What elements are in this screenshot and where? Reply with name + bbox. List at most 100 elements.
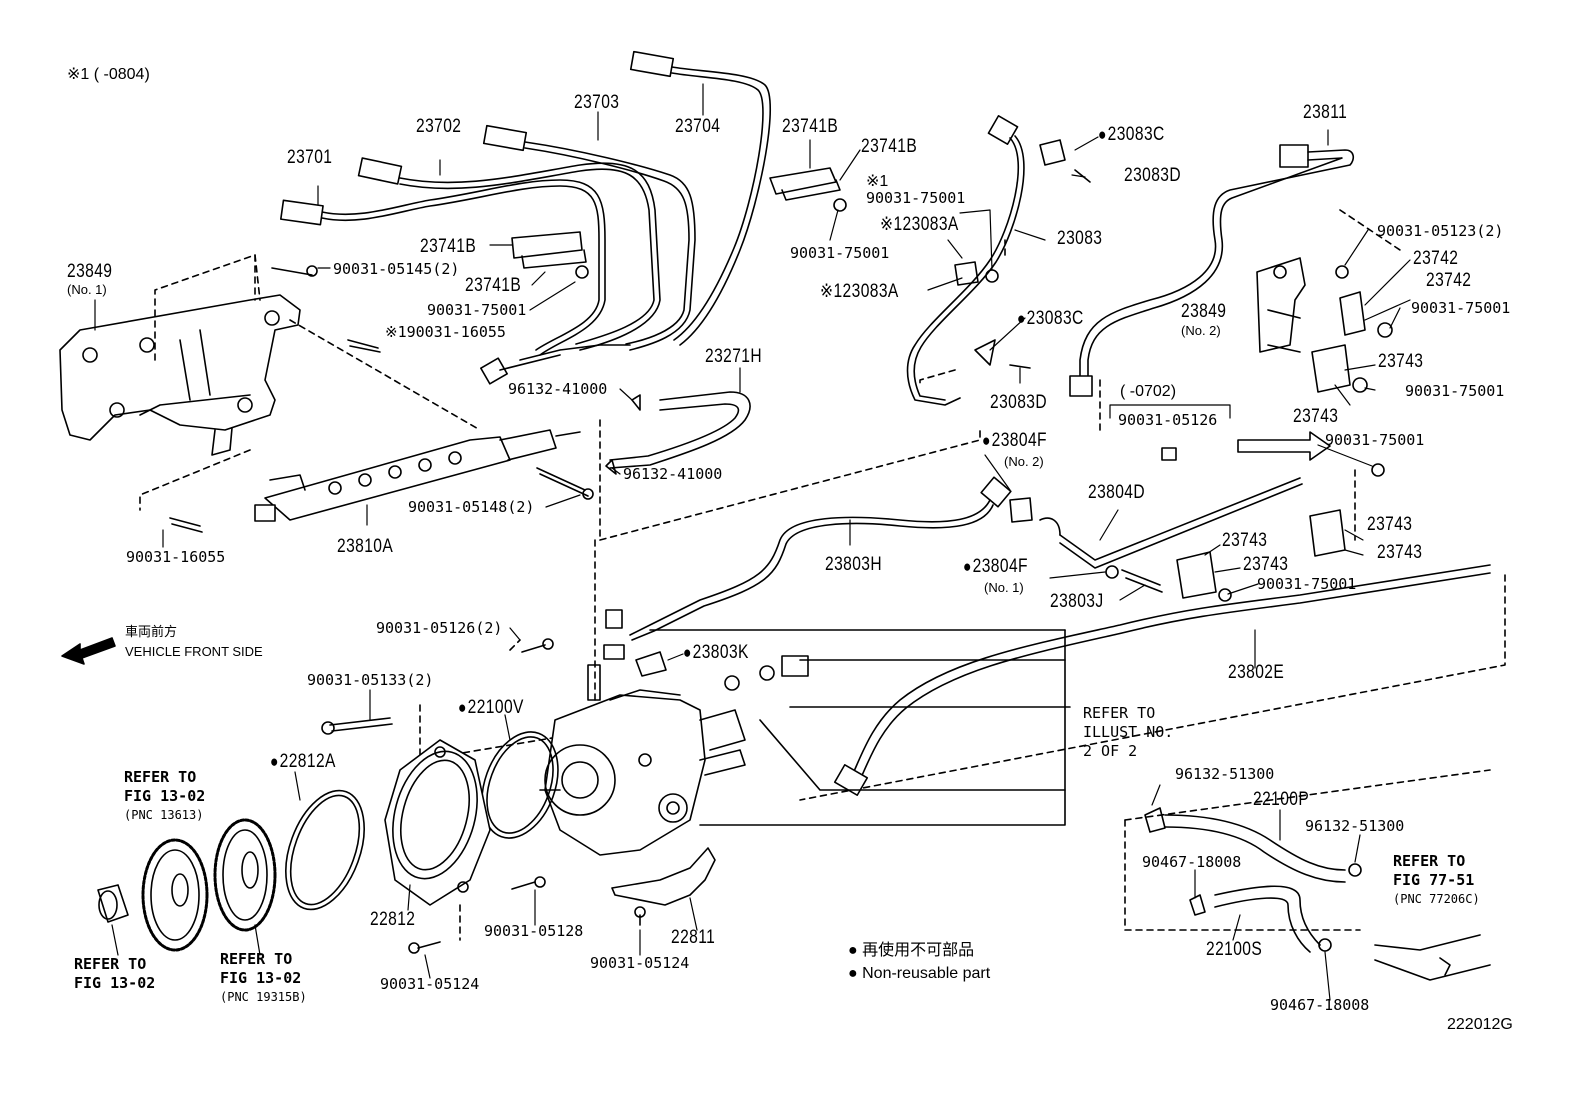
part-22812[interactable]: 22812 — [370, 909, 416, 930]
part-90031-05133[interactable]: 90031-05133(2) — [307, 671, 434, 689]
legend-en-text: Non-reusable part — [862, 965, 991, 982]
part-23742-b[interactable]: 23742 — [1426, 270, 1472, 291]
part-23804F-no2[interactable]: 23804F — [982, 431, 1047, 450]
part-90031-05126-2[interactable]: 90031-05126(2) — [376, 619, 503, 637]
part-22100P[interactable]: 22100P — [1253, 789, 1310, 810]
part-23743-e[interactable]: 23743 — [1377, 542, 1423, 563]
part-96132-51300-a[interactable]: 96132-51300 — [1175, 765, 1275, 783]
legend-cn: ● 再使用不可部品 — [848, 943, 974, 959]
refer-illust-2of2[interactable]: REFER TO ILLUST NO. 2 OF 2 — [1083, 704, 1173, 761]
part-23741B-d[interactable]: 23741B — [465, 275, 522, 296]
applicability-note: ※1 ( -0804) — [67, 66, 150, 83]
part-90031-05148[interactable]: 90031-05148(2) — [408, 498, 535, 516]
part-23804F-no2-sub: (No. 2) — [1004, 454, 1044, 469]
part-22100S[interactable]: 22100S — [1206, 939, 1263, 960]
bracket-23849-no1 — [59, 294, 301, 456]
part-23083C-b[interactable]: 23083C — [1017, 309, 1084, 328]
part-23743-c[interactable]: 23743 — [1367, 514, 1413, 535]
refer-line3: (PNC 13613) — [124, 808, 204, 822]
part-90031-05124-a[interactable]: 90031-05124 — [590, 954, 690, 972]
part-23083A-a[interactable]: ※123083A — [880, 214, 959, 235]
part-96132-41000-b[interactable]: 96132-41000 — [623, 465, 723, 483]
part-90031-75001-e[interactable]: 90031-75001 — [1405, 382, 1505, 400]
part-23083[interactable]: 23083 — [1057, 228, 1103, 249]
part-23810A[interactable]: 23810A — [337, 536, 394, 557]
part-23849-no2[interactable]: 23849 — [1181, 301, 1227, 322]
part-90031-05126-a[interactable]: 90031-05126 — [1118, 411, 1218, 429]
vehicle-front-arrow-icon — [61, 637, 116, 665]
part-23743-b[interactable]: 23743 — [1293, 406, 1339, 427]
part-23741B-b[interactable]: 23741B — [861, 136, 918, 157]
refer-line2: FIG 13-02 — [124, 787, 206, 805]
refer-illust-line1: REFER TO — [1083, 704, 1156, 722]
part-90031-75001-a[interactable]: 90031-75001 — [427, 301, 527, 319]
part-23803K[interactable]: 23803K — [683, 643, 749, 662]
pipe-23803H — [603, 476, 1012, 677]
injection-pipes — [280, 50, 771, 385]
part-90031-05124-b[interactable]: 90031-05124 — [380, 975, 480, 993]
part-23743-f[interactable]: 23743 — [1243, 554, 1289, 575]
part-23083D-b[interactable]: 23083D — [990, 392, 1048, 413]
nonreusable-dot-icon: ● — [848, 942, 863, 959]
part-90467-18008-a[interactable]: 90467-18008 — [1142, 853, 1242, 871]
part-90031-05123[interactable]: 90031-05123(2) — [1377, 222, 1504, 240]
refer-illust-line2: ILLUST NO. — [1083, 723, 1174, 741]
part-23083A-b[interactable]: ※123083A — [820, 281, 899, 302]
part-96132-51300-b[interactable]: 96132-51300 — [1305, 817, 1405, 835]
part-90031-16055-star[interactable]: ※190031-16055 — [385, 323, 506, 341]
part-22811[interactable]: 22811 — [671, 927, 716, 948]
part-23743-d[interactable]: 23743 — [1222, 530, 1268, 551]
pipe-23083 — [906, 115, 1091, 406]
refer-fig-13-02-pnc13613[interactable]: REFER TO FIG 13-02 (PNC 13613) — [124, 768, 205, 825]
part-22812A[interactable]: 22812A — [270, 752, 336, 771]
refer-line2: FIG 13-02 — [74, 974, 156, 992]
hoses-22100 — [1144, 807, 1491, 981]
part-90031-75001-d[interactable]: 90031-75001 — [1411, 299, 1511, 317]
part-23703[interactable]: 23703 — [574, 92, 620, 113]
refer-line1: REFER TO — [74, 955, 147, 973]
refer-fig-77-51[interactable]: REFER TO FIG 77-51 (PNC 77206C) — [1393, 852, 1480, 909]
oring-22812A — [285, 789, 365, 911]
part-23702[interactable]: 23702 — [416, 116, 462, 137]
part-23803J[interactable]: 23803J — [1050, 591, 1104, 612]
refer-line1: REFER TO — [124, 768, 197, 786]
part-23701[interactable]: 23701 — [287, 147, 333, 168]
legend-cn-text: 再使用不可部品 — [862, 942, 975, 959]
part-23742-a[interactable]: 23742 — [1413, 248, 1459, 269]
gears — [97, 818, 277, 952]
part-90031-75001-b[interactable]: 90031-75001 — [866, 189, 966, 207]
part-23741B-a[interactable]: 23741B — [782, 116, 839, 137]
part-23271H[interactable]: 23271H — [705, 346, 763, 367]
vehicle-front-en: VEHICLE FRONT SIDE — [125, 644, 263, 659]
part-23741B-c[interactable]: 23741B — [420, 236, 477, 257]
part-90031-05145[interactable]: 90031-05145(2) — [333, 260, 460, 278]
part-90467-18008-b[interactable]: 90467-18008 — [1270, 996, 1370, 1014]
part-23811[interactable]: 23811 — [1303, 102, 1348, 123]
part-23803H[interactable]: 23803H — [825, 554, 883, 575]
refer-frame — [649, 629, 1071, 826]
part-23804F-no1-sub: (No. 1) — [984, 580, 1024, 595]
part-23083D-a[interactable]: 23083D — [1124, 165, 1182, 186]
part-90031-75001-c[interactable]: 90031-75001 — [790, 244, 890, 262]
part-23743-a[interactable]: 23743 — [1378, 351, 1424, 372]
vehicle-front-cn: 車両前方 — [125, 624, 178, 639]
part-23083C-a[interactable]: 23083C — [1098, 125, 1165, 144]
part-90031-05128[interactable]: 90031-05128 — [484, 922, 584, 940]
part-90031-16055[interactable]: 90031-16055 — [126, 548, 226, 566]
housing-22812 — [384, 739, 491, 906]
part-90031-75001-f[interactable]: 90031-75001 — [1325, 431, 1425, 449]
part-23704[interactable]: 23704 — [675, 116, 721, 137]
refer-fig-13-02-pnc19315B[interactable]: REFER TO FIG 13-02 (PNC 19315B) — [220, 950, 307, 1007]
pipe-23802E — [724, 564, 1491, 796]
refer-line1: REFER TO — [1393, 852, 1466, 870]
part-96132-41000-a[interactable]: 96132-41000 — [508, 380, 608, 398]
part-23804F-no1[interactable]: 23804F — [963, 557, 1028, 576]
part-22100V[interactable]: 22100V — [458, 698, 524, 717]
part-23804D[interactable]: 23804D — [1088, 482, 1146, 503]
refer-fig-13-02[interactable]: REFER TO FIG 13-02 — [74, 955, 155, 993]
part-23802E[interactable]: 23802E — [1228, 662, 1285, 683]
figure-id: 222012G — [1447, 1016, 1513, 1033]
part-23849-no1[interactable]: 23849 — [67, 261, 113, 282]
part-90031-75001-g[interactable]: 90031-75001 — [1257, 575, 1357, 593]
